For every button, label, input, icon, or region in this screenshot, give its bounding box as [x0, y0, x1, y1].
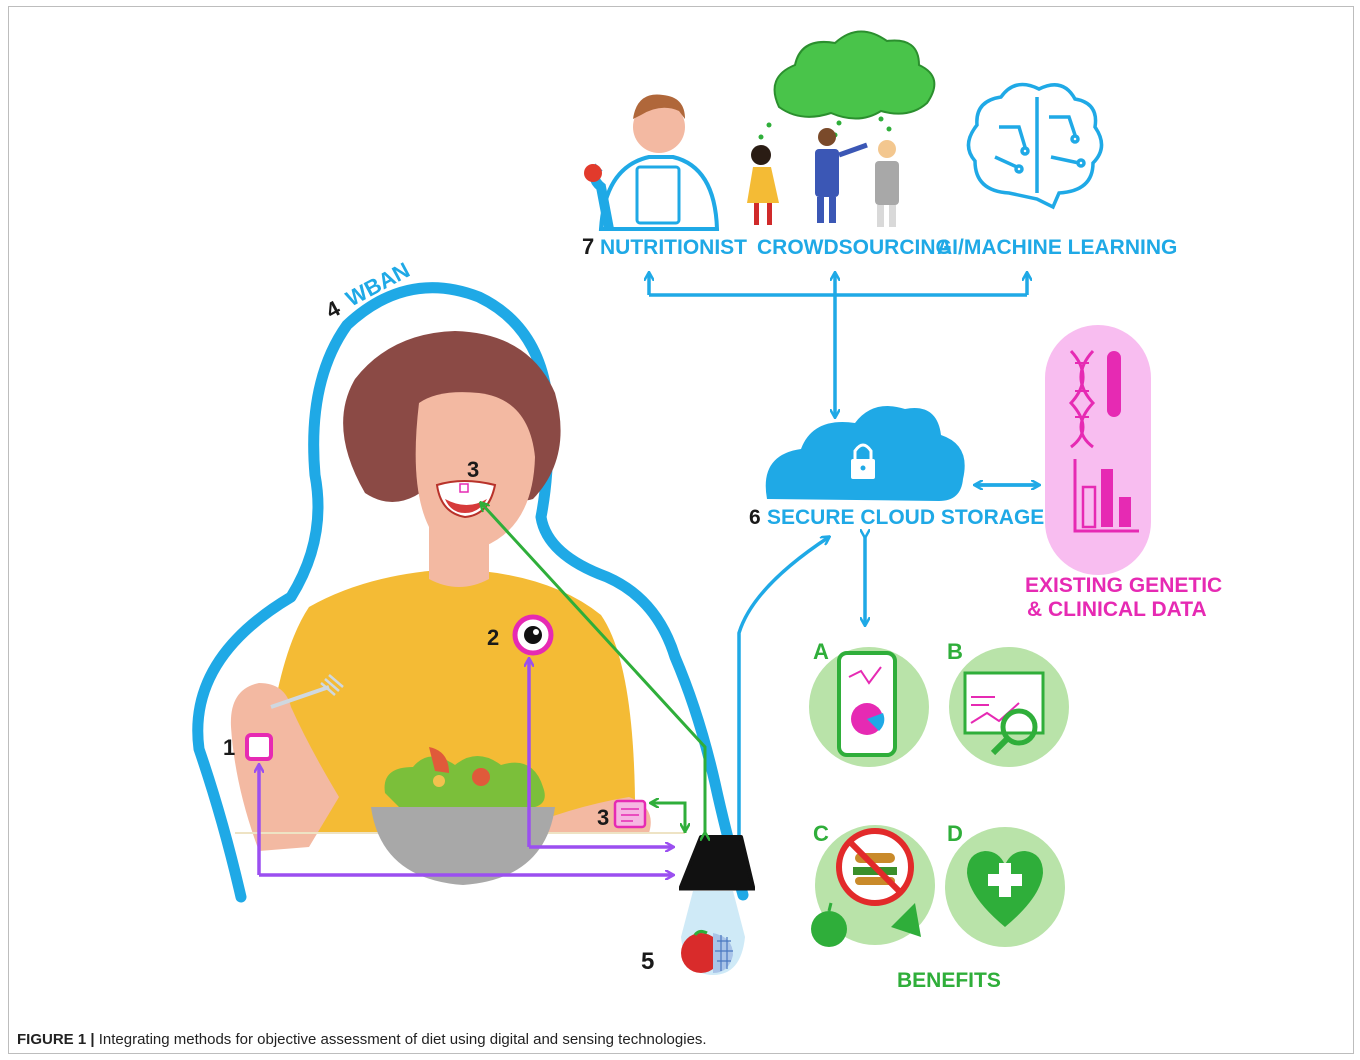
existing-data-panel: [1045, 325, 1151, 575]
existing-data-label-2: & CLINICAL DATA: [1027, 598, 1207, 621]
caption-prefix: FIGURE 1 |: [17, 1031, 95, 1048]
benefits-label: BENEFITS: [897, 969, 1001, 992]
nutritionist-number: 7: [582, 234, 594, 259]
ai-machine-learning-label: AI/MACHINE LEARNING: [937, 236, 1177, 259]
ai-brain-icon: [966, 82, 1104, 210]
benefit-a-icon: [809, 647, 929, 767]
benefit-d-icon: [945, 827, 1065, 947]
top-connector: [649, 273, 1027, 417]
benefit-d-label: D: [947, 821, 963, 846]
food-scan-number: 5: [641, 948, 654, 975]
sensor-3-arm-label: 3: [597, 805, 609, 830]
smartphone-hub: [679, 835, 755, 891]
wban-number: 4: [322, 295, 345, 323]
phone-to-cloud-arrow: [737, 537, 829, 835]
sensor-camera: [512, 614, 554, 656]
benefit-c-icon: [811, 825, 935, 947]
figure-panel: 7 NUTRITIONIST CROWDSOURCING AI/MACHINE …: [8, 6, 1354, 1054]
sensor-1-label: 1: [223, 735, 235, 760]
green-arrows: [481, 503, 705, 833]
sensor-wristband: [245, 733, 273, 761]
wban-outline: [192, 282, 749, 903]
nutritionist-label: NUTRITIONIST: [600, 236, 747, 259]
purple-arrows: [259, 659, 673, 875]
food-scan: [681, 891, 745, 975]
crowdsourcing-figure: [747, 30, 936, 227]
caption-text: Integrating methods for objective assess…: [94, 1031, 707, 1048]
crowdsourcing-label: CROWDSOURCING: [757, 236, 952, 259]
sensor-3-mouth-label: 3: [467, 457, 479, 482]
benefit-c-label: C: [813, 821, 829, 846]
sensor-arm-patch: [613, 799, 647, 829]
benefit-b-icon: [949, 647, 1069, 767]
sensor-2-label: 2: [487, 625, 499, 650]
secure-cloud: [765, 406, 965, 501]
figure-caption: FIGURE 1 | Integrating methods for objec…: [17, 1031, 1353, 1048]
nutritionist-figure: [584, 94, 720, 231]
diagram-canvas: 7 NUTRITIONIST CROWDSOURCING AI/MACHINE …: [192, 30, 1222, 992]
cloud-label: SECURE CLOUD STORAGE: [767, 506, 1044, 529]
benefit-a-label: A: [813, 639, 829, 664]
existing-data-label-1: EXISTING GENETIC: [1025, 574, 1222, 597]
cloud-number: 6: [749, 506, 761, 529]
benefit-b-label: B: [947, 639, 963, 664]
